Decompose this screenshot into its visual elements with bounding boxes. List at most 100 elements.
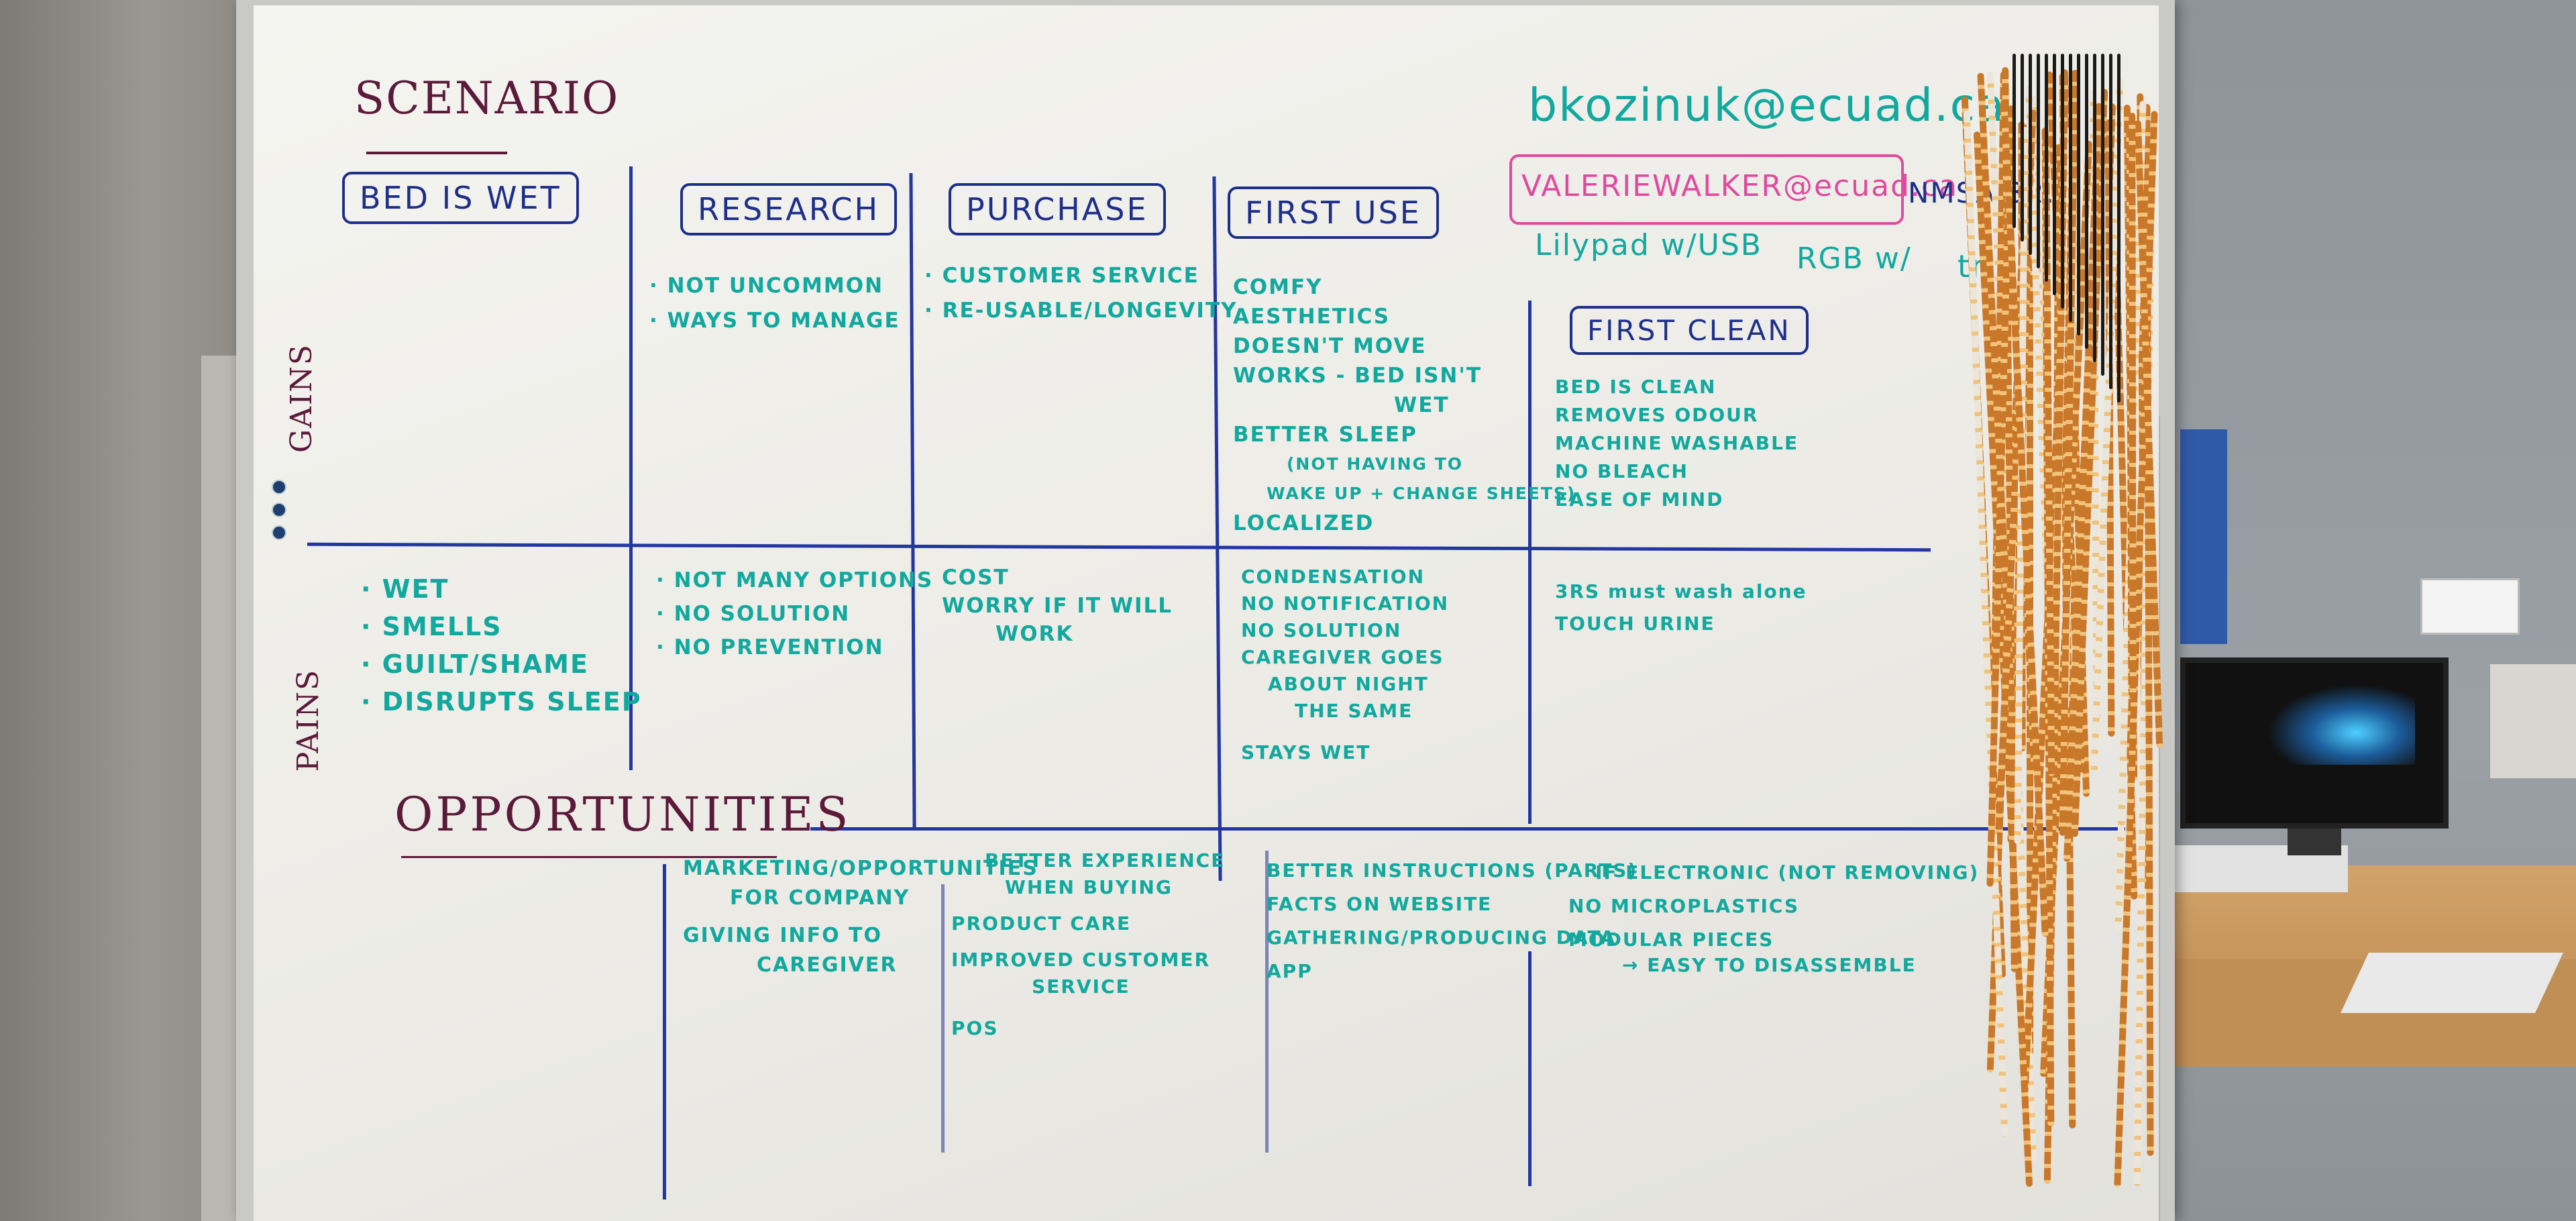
opp-divider-1 xyxy=(663,864,666,1200)
blue-shelf-post xyxy=(2180,429,2227,644)
opportunities-col3: BETTER INSTRUCTIONS (PARTS) FACTS ON WEB… xyxy=(1267,854,1638,988)
opp-divider-4 xyxy=(1528,951,1532,1186)
first-clean-gains-list: BED IS CLEAN REMOVES ODOUR MACHINE WASHA… xyxy=(1555,373,1799,514)
list-item: EASE OF MIND xyxy=(1555,488,1724,511)
list-item: CONDENSATION xyxy=(1241,566,1426,588)
email-valerie: VALERIEWALKER@ecuad.ca xyxy=(1521,169,1959,203)
list-item: GIVING INFO TO xyxy=(683,924,883,947)
led-wire xyxy=(2085,54,2088,349)
list-item: TOUCH URINE xyxy=(1555,613,1715,635)
monitor-screen-graphic xyxy=(2267,684,2415,765)
list-item: BETTER SLEEP xyxy=(1233,423,1417,447)
first-use-pains-list: CONDENSATION NO NOTIFICATION NO SOLUTION… xyxy=(1241,564,1449,766)
list-item: WORKS - BED ISN'T xyxy=(1233,364,1482,388)
list-item: PRODUCT CARE xyxy=(951,912,1132,935)
list-item: NO MICROPLASTICS xyxy=(1568,895,1800,917)
list-item: GATHERING/PRODUCING DATA xyxy=(1267,926,1617,949)
email-bkozinuk: bkozinuk@ecuad.ca xyxy=(1528,79,2006,132)
list-item: SMELLS xyxy=(361,613,642,640)
first-use-gains-list: COMFY AESTHETICS DOESN'T MOVE WORKS - BE… xyxy=(1233,272,1576,538)
list-item: WORK xyxy=(996,622,1074,646)
list-item: AESTHETICS xyxy=(1233,305,1391,329)
list-item: REMOVES ODOUR xyxy=(1555,404,1759,426)
list-item: DISRUPTS SLEEP xyxy=(361,688,642,715)
column-divider-2 xyxy=(909,172,916,831)
first-clean-pains-list: 3RS must wash alone TOUCH URINE xyxy=(1555,576,1807,640)
led-wire xyxy=(2021,54,2024,242)
research-gains-list: NOT UNCOMMON WAYS TO MANAGE xyxy=(649,274,900,343)
led-wire xyxy=(2077,54,2080,335)
list-item: GUILT/SHAME xyxy=(361,651,642,678)
column-divider-4 xyxy=(1528,301,1532,824)
stage-header-bed-is-wet: BED IS WET xyxy=(342,172,579,224)
list-item: MODULAR PIECES xyxy=(1568,928,1774,951)
list-item: MARKETING/OPPORTUNITIES xyxy=(683,857,1038,880)
led-wire xyxy=(2029,54,2032,255)
list-item: CUSTOMER SERVICE xyxy=(924,264,1238,288)
scenario-underline xyxy=(366,152,507,154)
opportunities-col1: MARKETING/OPPORTUNITIES FOR COMPANY GIVI… xyxy=(683,854,1038,980)
list-item: ABOUT NIGHT xyxy=(1268,673,1429,695)
list-item: WORRY IF IT WILL xyxy=(942,594,1173,618)
list-item: CAREGIVER GOES xyxy=(1241,646,1444,668)
list-item: DOESN'T MOVE xyxy=(1233,334,1427,358)
note-lilypad: Lilypad w/USB xyxy=(1535,228,1762,262)
list-item: THE SAME xyxy=(1295,700,1413,722)
led-wire xyxy=(2045,54,2048,282)
list-item: APP xyxy=(1267,960,1313,982)
led-strip xyxy=(2128,113,2137,700)
list-item: WHEN BUYING xyxy=(1005,876,1173,898)
list-item: IMPROVED CUSTOMER xyxy=(951,949,1211,971)
list-item: BETTER INSTRUCTIONS (PARTS) xyxy=(1267,859,1638,882)
magnet xyxy=(272,525,286,540)
list-item: NO SOLUTION xyxy=(656,602,933,625)
led-wire xyxy=(2109,54,2112,389)
led-wire xyxy=(2061,54,2064,309)
list-item: 3RS must wash alone xyxy=(1555,580,1807,602)
opp-divider-3 xyxy=(1265,851,1269,1153)
list-item: WAKE UP + CHANGE SHEETS) xyxy=(1267,484,1576,503)
list-item: WET xyxy=(1394,393,1450,417)
list-item: SERVICE xyxy=(1032,975,1130,998)
opportunities-underline xyxy=(401,856,777,858)
list-item: FACTS ON WEBSITE xyxy=(1267,893,1493,915)
list-item: IF ELECTRONIC (NOT REMOVING) xyxy=(1595,861,1980,884)
led-wire xyxy=(2012,54,2016,228)
email-box-valerie xyxy=(1509,154,1904,225)
magnet xyxy=(272,480,286,494)
gains-row-label: GAINS xyxy=(284,343,319,453)
led-wire xyxy=(2117,54,2121,403)
list-item: WAYS TO MANAGE xyxy=(649,309,900,333)
list-item: NOT UNCOMMON xyxy=(649,274,900,298)
list-item: FOR COMPANY xyxy=(730,886,910,910)
gains-pains-divider xyxy=(307,542,1931,552)
opportunities-col2: BETTER EXPERIENCE WHEN BUYING PRODUCT CA… xyxy=(951,847,1225,1042)
opportunities-col4: IF ELECTRONIC (NOT REMOVING) NO MICROPLA… xyxy=(1568,856,1979,982)
led-wire xyxy=(2053,54,2056,295)
list-item: → EASY TO DISASSEMBLE xyxy=(1622,954,1917,976)
list-item: NO PREVENTION xyxy=(656,636,933,659)
list-item: CAREGIVER xyxy=(757,953,898,977)
keyboard xyxy=(2341,953,2563,1013)
stage-header-purchase: PURCHASE xyxy=(949,183,1166,235)
magnet xyxy=(272,502,286,517)
scenario-label: SCENARIO xyxy=(354,72,620,124)
purchase-pains-list: COST WORRY IF IT WILL WORK xyxy=(942,564,1173,648)
research-pains-list: NOT MANY OPTIONS NO SOLUTION NO PREVENTI… xyxy=(656,569,933,670)
opportunities-title: OPPORTUNITIES xyxy=(394,787,851,842)
list-item: POS xyxy=(951,1017,999,1039)
list-item: (NOT HAVING TO xyxy=(1287,454,1464,474)
opp-divider-2 xyxy=(941,884,945,1153)
note-rgb: RGB w/ xyxy=(1796,242,1912,276)
list-item: BED IS CLEAN xyxy=(1555,376,1717,398)
list-item: LOCALIZED xyxy=(1233,511,1375,535)
list-item: WET xyxy=(361,576,642,602)
bed-is-wet-pains-list: WET SMELLS GUILT/SHAME DISRUPTS SLEEP xyxy=(361,576,642,726)
led-wire xyxy=(2037,54,2040,268)
list-item: STAYS WET xyxy=(1241,741,1371,763)
wall-control-panel xyxy=(2420,578,2520,635)
led-wire xyxy=(2093,54,2096,362)
list-item: NO SOLUTION xyxy=(1241,619,1402,641)
led-wire xyxy=(2069,54,2072,322)
stage-header-first-use: FIRST USE xyxy=(1228,187,1439,239)
